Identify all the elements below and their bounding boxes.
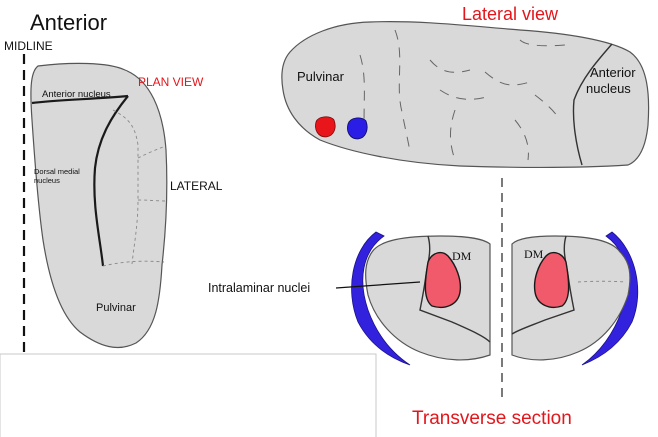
lateral-dashed-2 — [394, 29, 411, 153]
lateral-pulvinar-label: Pulvinar — [297, 69, 345, 84]
lateral-view-label: Lateral view — [462, 4, 559, 24]
anterior-direction-label: Anterior — [30, 10, 107, 35]
right-dm-label: DM — [524, 247, 544, 261]
plan-view-label: PLAN VIEW — [138, 75, 204, 89]
lateral-dashed-4 — [439, 89, 491, 100]
lateral-direction-label: LATERAL — [170, 179, 223, 193]
left-blue-tract — [351, 231, 411, 366]
intralaminar-label: Intralaminar nuclei — [208, 281, 310, 295]
intralaminar-pointer-line — [335, 281, 421, 289]
lateral-anterior-label-line1: Anterior — [590, 65, 636, 80]
lateral-dashed-5 — [484, 71, 531, 86]
internal-division-dashed-2 — [137, 146, 164, 159]
lateral-dashed-3 — [429, 59, 471, 73]
lateral-dashed-8 — [514, 119, 529, 161]
lateral-thalamus-outline — [281, 21, 650, 168]
lateral-dashed-9 — [534, 94, 561, 121]
plan-pulvinar-label: Pulvinar — [96, 302, 136, 314]
lateral-anterior-label-line2: nucleus — [586, 81, 631, 96]
dorsal-medial-label-line1: Dorsal medial — [34, 167, 80, 176]
midline-label: MIDLINE — [4, 39, 53, 53]
anterior-nucleus-label: Anterior nucleus — [42, 89, 111, 100]
left-internal-lamina — [419, 235, 491, 343]
right-dashed-division — [577, 280, 627, 283]
transverse-section: DM DM Intralaminar nuclei Transverse sec… — [208, 231, 639, 429]
right-intralaminar-nucleus — [533, 251, 570, 309]
right-internal-lamina — [511, 235, 575, 335]
left-intralaminar-nucleus — [424, 251, 462, 309]
dorsal-medial-label-line2: nucleus — [34, 176, 60, 185]
pulvinar-boundary-dashed — [102, 260, 165, 267]
plan-view: Anterior MIDLINE Anterior nucleus Dorsal… — [4, 10, 223, 353]
red-geniculate-dot — [315, 116, 336, 138]
anterior-nucleus-boundary — [31, 94, 129, 105]
plan-thalamus-outline — [30, 62, 168, 349]
blue-geniculate-dot — [347, 117, 368, 140]
lateral-dashed-6 — [450, 109, 456, 161]
lateral-anterior-boundary — [572, 43, 613, 166]
left-dm-label: DM — [452, 249, 472, 263]
transverse-section-label: Transverse section — [412, 408, 572, 429]
internal-division-dashed-1 — [112, 109, 139, 265]
dorsal-medial-boundary — [93, 95, 129, 267]
lateral-view: Lateral view Pulvinar Anterior nucleus — [281, 4, 650, 168]
blank-overlay-panel — [0, 353, 377, 437]
lateral-dashed-7 — [519, 39, 566, 47]
internal-division-dashed-3 — [137, 199, 167, 202]
